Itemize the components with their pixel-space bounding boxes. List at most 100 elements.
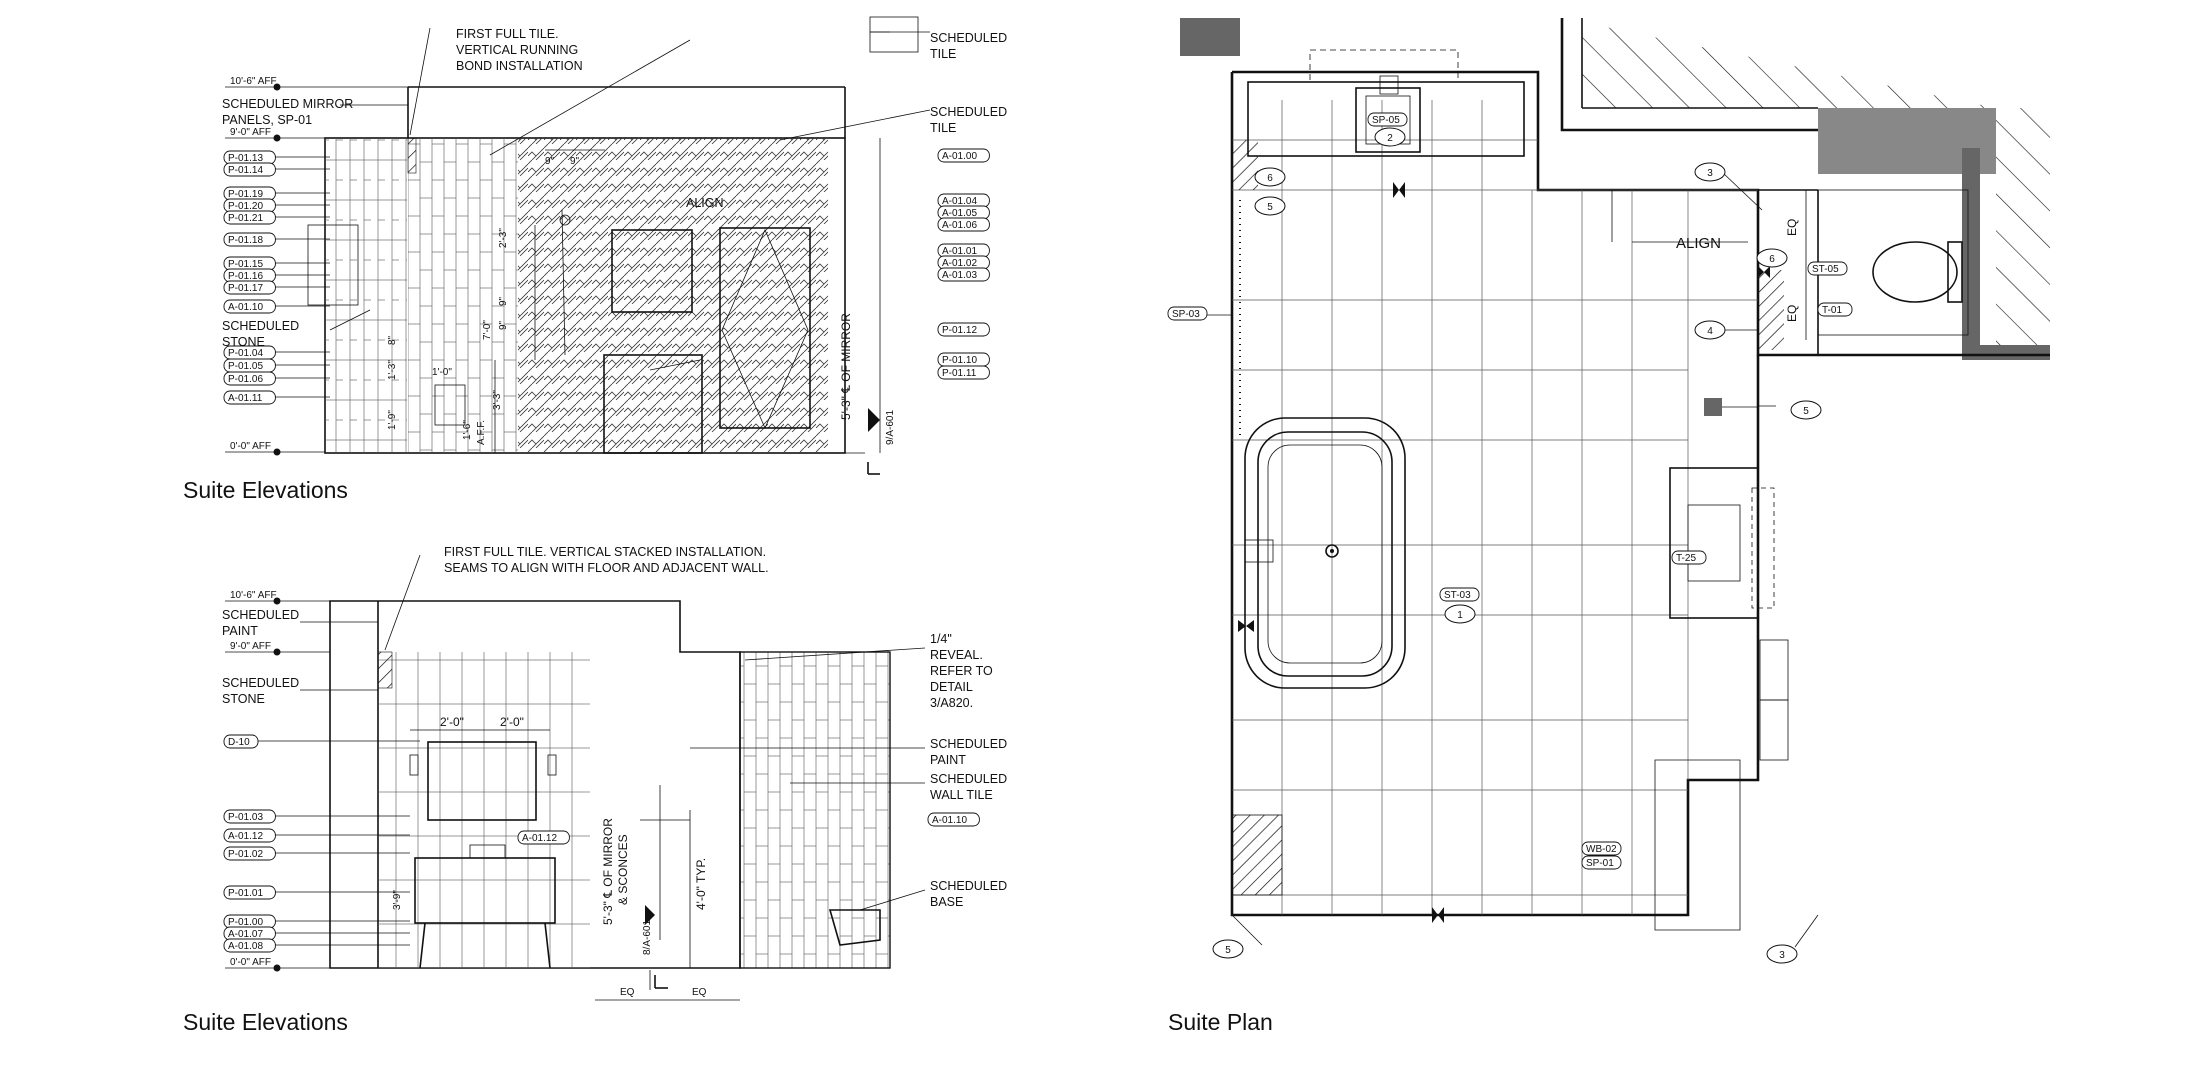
svg-text:P-01.11: P-01.11 [942, 368, 977, 379]
svg-text:4: 4 [1707, 326, 1713, 337]
tag-bottom-mid-0: A-01.12 [517, 830, 570, 845]
tag-top-left-4: P-01.21 [223, 210, 330, 225]
dim-1-9: 1'-9" [387, 410, 398, 430]
level-markers-top: 10'-6" AFF 9'-0" AFF 0'-0" AFF [225, 76, 410, 456]
level-0-0: 0'-0" AFF [230, 441, 271, 452]
svg-text:5: 5 [1225, 945, 1231, 956]
plan-bubble-9: 3 [1766, 944, 1798, 964]
tag-top-right-1: A-01.04 [937, 193, 990, 208]
dim-b-eq2: EQ [692, 987, 707, 998]
svg-text:T-01: T-01 [1822, 305, 1842, 316]
note-stone-a: SCHEDULED [222, 319, 299, 333]
tags-bottom: D-10P-01.03A-01.12P-01.02P-01.01P-01.00A… [223, 734, 980, 953]
svg-text:P-01.10: P-01.10 [942, 355, 977, 366]
dim-1-3: 1'-3" [387, 360, 398, 380]
plan-bubble-7: 1 [1444, 604, 1476, 624]
tag-top-left-7: P-01.16 [223, 268, 330, 283]
note-wall-tile-b: WALL TILE [930, 788, 993, 802]
svg-text:P-01.20: P-01.20 [228, 201, 263, 212]
mirror-cl-bottom-2: & SCONCES [616, 834, 630, 905]
plan-eq-1: EQ [1785, 219, 1799, 236]
note-base-b: BASE [930, 895, 963, 909]
tag-top-right-3: A-01.06 [937, 217, 990, 232]
dim-1-6: 1'-6" [462, 420, 473, 440]
ref-bottom: 8/A-601 [642, 920, 653, 955]
mirror-cl-top: 5'-3" ℄ OF MIRROR [839, 313, 853, 420]
svg-text:P-01.03: P-01.03 [228, 812, 263, 823]
svg-text:P-01.15: P-01.15 [228, 259, 263, 270]
plan-tag-st-05: ST-05 [1807, 261, 1848, 276]
plan-bubble-0: 2 [1374, 127, 1406, 147]
svg-text:A-01.12: A-01.12 [228, 831, 263, 842]
note-b-stone-b: STONE [222, 692, 265, 706]
tags-top-right: A-01.00A-01.04A-01.05A-01.06A-01.01A-01.… [937, 148, 990, 380]
note-sched-tile-2b: TILE [930, 121, 956, 135]
svg-text:P-01.05: P-01.05 [228, 361, 263, 372]
tag-top-left-2: P-01.19 [223, 186, 330, 201]
tag-bottom-left-0: D-10 [223, 734, 420, 749]
tag-top-left-10: P-01.04 [223, 345, 330, 360]
dim-9a: 9" [545, 156, 555, 167]
svg-text:P-01.17: P-01.17 [228, 283, 263, 294]
plan-bubble-1: 6 [1254, 167, 1286, 187]
svg-text:SP-01: SP-01 [1586, 858, 1614, 869]
tag-top-right-0: A-01.00 [937, 148, 990, 163]
note-first-tile-1: FIRST FULL TILE. [456, 27, 559, 41]
note-b-paint-b: PAINT [222, 624, 258, 638]
level-10-6: 10'-6" AFF [230, 76, 277, 87]
dims-bottom: 2'-0" 2'-0" 3'-9" EQ EQ [392, 715, 707, 998]
plan-tag-sp-05: SP-05 [1367, 112, 1408, 127]
svg-text:A-01.02: A-01.02 [942, 258, 977, 269]
dim-1-0: 1'-0" [432, 367, 452, 378]
note-b-first-tile-2: SEAMS TO ALIGN WITH FLOOR AND ADJACENT W… [444, 561, 769, 575]
svg-text:P-01.21: P-01.21 [228, 213, 263, 224]
svg-text:3: 3 [1779, 950, 1785, 961]
tag-bottom-mid-1: A-01.10 [927, 812, 980, 827]
note-reveal-5: 3/A820. [930, 696, 973, 710]
dim-aff: A.F.F. [476, 420, 487, 445]
svg-text:A-01.06: A-01.06 [942, 220, 977, 231]
tag-top-right-6: A-01.03 [937, 267, 990, 282]
plan-eq-2: EQ [1785, 305, 1799, 322]
svg-text:2: 2 [1387, 133, 1393, 144]
dim-b-3-9: 3'-9" [392, 890, 403, 910]
notes-top: FIRST FULL TILE. VERTICAL RUNNING BOND I… [222, 27, 1007, 349]
tag-top-left-1: P-01.14 [223, 162, 330, 177]
suite-plan: SP-05ST-05T-01SP-03ST-03T-25WB-02SP-0126… [1167, 18, 2050, 1035]
tag-top-right-8: P-01.10 [937, 352, 990, 367]
svg-text:P-01.18: P-01.18 [228, 235, 263, 246]
level-b-0-0: 0'-0" AFF [230, 957, 271, 968]
svg-text:A-01.11: A-01.11 [228, 393, 263, 404]
typ-dim: 4'-0" TYP. [694, 858, 708, 910]
svg-text:3: 3 [1707, 168, 1713, 179]
svg-text:P-01.14: P-01.14 [228, 165, 263, 176]
svg-text:P-01.02: P-01.02 [228, 849, 263, 860]
tag-bottom-left-1: P-01.03 [223, 809, 410, 824]
svg-text:A-01.07: A-01.07 [228, 929, 263, 940]
tag-top-right-2: A-01.05 [937, 205, 990, 220]
svg-text:A-01.10: A-01.10 [932, 815, 967, 826]
plan-tag-sp-01: SP-01 [1581, 855, 1622, 870]
svg-text:A-01.10: A-01.10 [228, 302, 263, 313]
svg-text:D-10: D-10 [228, 737, 250, 748]
dim-7-0: 7'-0" [482, 320, 493, 340]
note-b-paint-a: SCHEDULED [222, 608, 299, 622]
note-reveal-1: 1/4" [930, 632, 952, 646]
svg-text:ST-03: ST-03 [1444, 590, 1471, 601]
dim-9b: 9" [570, 156, 580, 167]
plan-bubble-6: 5 [1790, 400, 1822, 420]
tags-top-left: P-01.13P-01.14P-01.19P-01.20P-01.21P-01.… [223, 150, 330, 405]
caption-plan: Suite Plan [1168, 1009, 1273, 1035]
plan-bubble-3: 3 [1694, 162, 1726, 182]
tag-top-right-7: P-01.12 [937, 322, 990, 337]
dims-top: 9" 9" 2'-3" 9" 9" 7'-0" 8" 1'-0" 1'-3" 3… [387, 156, 580, 445]
svg-text:P-01.12: P-01.12 [942, 325, 977, 336]
svg-text:A-01.04: A-01.04 [942, 196, 977, 207]
plan-tag-t-25: T-25 [1671, 550, 1707, 565]
svg-text:T-25: T-25 [1676, 553, 1696, 564]
tag-bottom-left-4: P-01.01 [223, 885, 410, 900]
plan-bubble-8: 5 [1212, 939, 1244, 959]
svg-text:6: 6 [1267, 173, 1273, 184]
note-sched-tile-1a: SCHEDULED [930, 31, 1007, 45]
tag-top-left-8: P-01.17 [223, 280, 330, 295]
